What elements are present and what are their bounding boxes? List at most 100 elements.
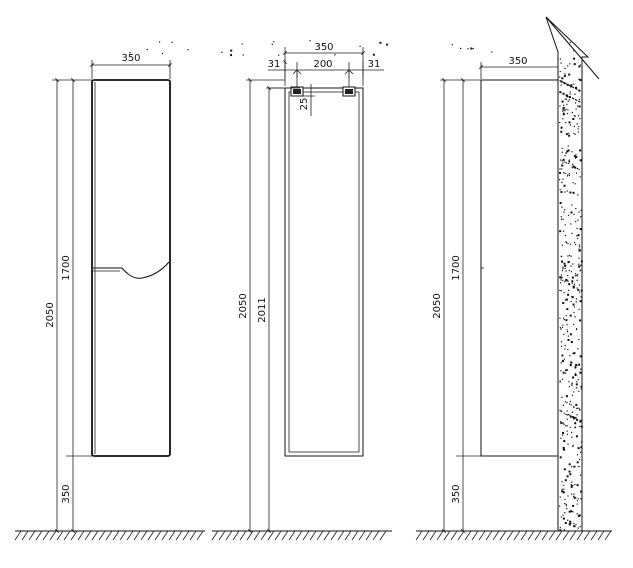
floor-hatch-stroke bbox=[63, 530, 71, 541]
concrete-speckle bbox=[570, 211, 573, 214]
concrete-speckle bbox=[580, 388, 582, 390]
concrete-speckle bbox=[561, 410, 563, 412]
concrete-speckle bbox=[573, 115, 575, 117]
concrete-speckle bbox=[571, 384, 573, 386]
concrete-speckle bbox=[568, 289, 570, 291]
concrete-speckle bbox=[578, 257, 580, 259]
concrete-speckle bbox=[570, 84, 573, 87]
floor-hatch-stroke bbox=[597, 530, 605, 541]
floor-hatch-stroke bbox=[562, 530, 570, 541]
concrete-speckle bbox=[578, 308, 580, 310]
concrete-speckle bbox=[386, 43, 389, 46]
concrete-speckle bbox=[559, 189, 561, 191]
concrete-speckle bbox=[573, 63, 576, 66]
concrete-speckle bbox=[564, 73, 566, 75]
concrete-speckle bbox=[575, 298, 578, 300]
concrete-speckle bbox=[570, 365, 572, 367]
concrete-speckle bbox=[560, 421, 562, 423]
floor-hatch-stroke bbox=[225, 530, 233, 541]
concrete-speckle bbox=[561, 378, 564, 380]
floor-hatch-stroke bbox=[323, 530, 331, 541]
section-right-offset-label: 31 bbox=[368, 59, 381, 70]
concrete-speckle bbox=[563, 529, 565, 531]
concrete-wall bbox=[129, 16, 600, 532]
concrete-speckle bbox=[559, 276, 562, 279]
concrete-speckle bbox=[568, 132, 570, 134]
concrete-speckle bbox=[565, 298, 568, 301]
concrete-speckle bbox=[580, 260, 583, 263]
concrete-speckle bbox=[575, 208, 577, 210]
concrete-speckle bbox=[573, 213, 575, 215]
concrete-speckle bbox=[562, 107, 565, 109]
floor-hatch-stroke bbox=[140, 530, 148, 541]
concrete-speckle bbox=[561, 151, 563, 153]
concrete-speckle bbox=[564, 299, 567, 301]
concrete-speckle bbox=[578, 78, 580, 80]
concrete-speckle bbox=[575, 221, 577, 223]
concrete-speckle bbox=[560, 274, 562, 276]
concrete-speckle bbox=[565, 83, 567, 85]
concrete-speckle bbox=[171, 41, 173, 43]
concrete-speckle bbox=[560, 91, 562, 93]
concrete-speckle bbox=[129, 52, 131, 54]
concrete-speckle bbox=[564, 172, 566, 175]
concrete-speckle bbox=[580, 385, 583, 388]
concrete-speckle bbox=[567, 162, 569, 164]
floor-hatch-stroke bbox=[168, 530, 176, 541]
concrete-speckle bbox=[562, 110, 564, 112]
concrete-speckle bbox=[571, 382, 573, 384]
concrete-speckle bbox=[572, 352, 574, 355]
floor-hatch-stroke bbox=[457, 530, 465, 541]
concrete-speckle bbox=[577, 274, 579, 276]
concrete-speckle bbox=[559, 202, 562, 204]
concrete-speckle bbox=[560, 216, 562, 218]
concrete-speckle bbox=[572, 376, 574, 378]
concrete-speckle bbox=[571, 167, 573, 169]
concrete-speckle bbox=[575, 328, 578, 331]
concrete-speckle bbox=[562, 359, 564, 362]
floor-hatch-stroke bbox=[337, 530, 345, 541]
floor-hatch-stroke bbox=[49, 530, 57, 541]
concrete-speckle bbox=[580, 289, 583, 292]
concrete-speckle bbox=[573, 155, 576, 158]
concrete-speckle bbox=[561, 206, 563, 208]
concrete-speckle bbox=[562, 302, 565, 304]
concrete-speckle bbox=[569, 415, 572, 418]
concrete-speckle bbox=[579, 79, 582, 81]
concrete-speckle bbox=[565, 133, 568, 136]
concrete-speckle bbox=[559, 527, 561, 529]
floor-hatch-stroke bbox=[351, 530, 359, 541]
concrete-speckle bbox=[577, 194, 579, 196]
concrete-speckle bbox=[567, 100, 569, 102]
concrete-speckle bbox=[559, 496, 561, 498]
concrete-speckle bbox=[568, 159, 570, 161]
concrete-speckle bbox=[565, 152, 567, 154]
concrete-speckle bbox=[563, 484, 565, 486]
concrete-speckle bbox=[563, 104, 565, 106]
concrete-speckle bbox=[574, 367, 576, 369]
concrete-speckle bbox=[572, 504, 575, 507]
concrete-speckle bbox=[563, 440, 566, 443]
floor-hatch-stroke bbox=[232, 530, 240, 541]
section-mount-spacing-label: 200 bbox=[313, 59, 332, 70]
concrete-speckle bbox=[562, 266, 564, 268]
concrete-speckle bbox=[565, 235, 567, 237]
concrete-speckle bbox=[574, 166, 577, 169]
concrete-speckle bbox=[570, 255, 572, 257]
concrete-speckle bbox=[567, 214, 570, 216]
floor-hatch-stroke bbox=[415, 530, 423, 541]
concrete-speckle bbox=[566, 369, 569, 371]
concrete-speckle bbox=[560, 282, 562, 284]
floor-hatch-stroke bbox=[189, 530, 197, 541]
concrete-speckle bbox=[564, 281, 566, 283]
concrete-speckle bbox=[573, 522, 575, 525]
concrete-speckle bbox=[569, 400, 571, 402]
concrete-speckle bbox=[579, 149, 582, 152]
concrete-speckle bbox=[579, 176, 581, 178]
concrete-speckle bbox=[578, 291, 581, 293]
concrete-speckle bbox=[560, 341, 563, 343]
concrete-speckle bbox=[562, 404, 564, 406]
concrete-speckle bbox=[470, 47, 473, 50]
floor-hatch-stroke bbox=[555, 530, 563, 541]
front-split-dimension: 1700 350 bbox=[61, 78, 92, 533]
